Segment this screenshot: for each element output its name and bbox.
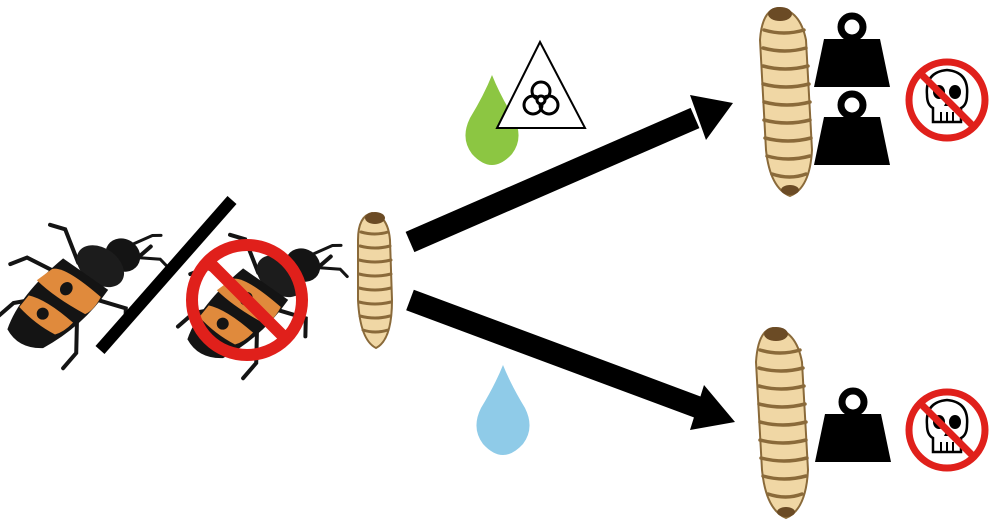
weight-icon (814, 94, 890, 165)
weight-icon (815, 391, 891, 462)
no-death-icon (909, 392, 985, 468)
biohazard-icon (495, 39, 587, 129)
prohibition-icon (186, 239, 308, 361)
large-larva-bottom-icon (754, 326, 810, 520)
blue-droplet-icon (476, 365, 530, 455)
larva-initial-icon (357, 211, 394, 350)
beetle-with-care-icon (0, 171, 182, 389)
no-death-icon (909, 62, 985, 138)
large-larva-top-icon (758, 6, 814, 198)
slash-divider (95, 196, 237, 354)
weight-icon (814, 16, 890, 87)
arrow-up-right (405, 95, 733, 253)
arrow-down-right (406, 289, 735, 430)
